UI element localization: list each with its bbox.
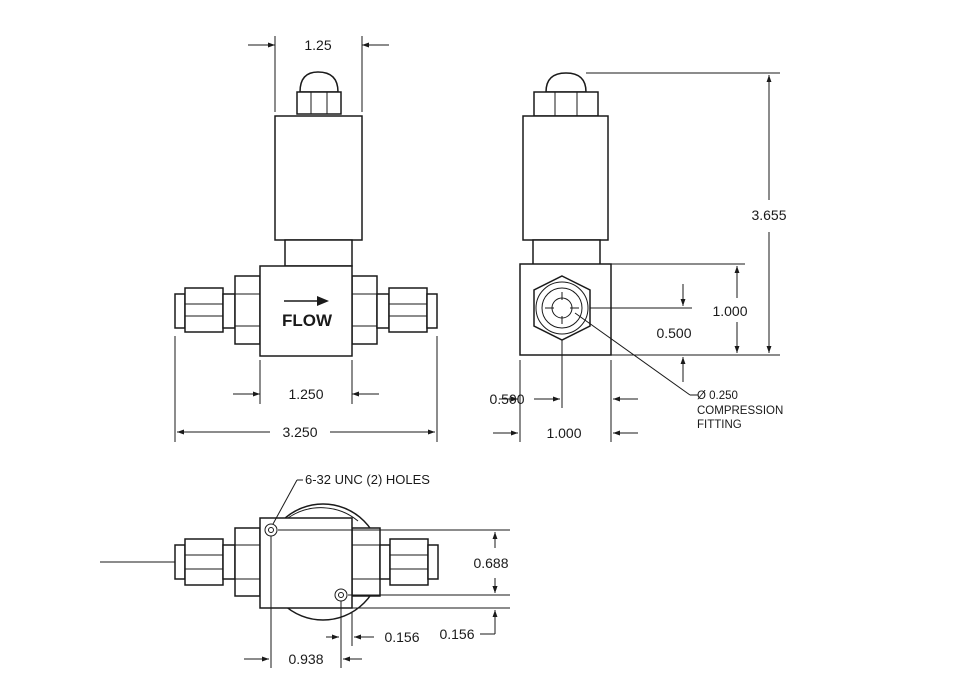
dim-overall-length: 3.250: [282, 424, 317, 440]
front-right-fitting-body: [376, 293, 390, 329]
fitting-name-label: COMPRESSION: [697, 405, 783, 417]
top-valve-body: [259, 517, 353, 609]
flow-label: FLOW: [282, 311, 333, 330]
front-right-fitting-hex: [351, 275, 378, 345]
dim-port-offset: 0.500: [489, 391, 524, 407]
top-view: 6-32 UNC (2) HOLES 0.688 0.156 0.156 0.9…: [100, 472, 510, 668]
dim-hole-offset-y: 0.156: [439, 626, 474, 642]
front-coil: [274, 115, 363, 241]
side-cap-nut: [533, 91, 599, 117]
side-cap-dome: [545, 72, 587, 93]
flow-arrow-icon: [317, 296, 329, 306]
dim-overall-height: 3.655: [751, 207, 786, 223]
front-cap-nut: [296, 91, 342, 115]
front-left-fitting-hex: [234, 275, 261, 345]
dim-body-height: 1.000: [712, 303, 747, 319]
front-left-fitting-tube: [174, 293, 186, 329]
front-cap-dome: [299, 71, 339, 93]
dim-hole-offset-x: 0.156: [384, 629, 419, 645]
dim-side-width: 1.000: [546, 425, 581, 441]
dim-hole-spacing-y: 0.688: [473, 555, 508, 571]
side-coil: [522, 115, 609, 241]
front-view: FLOW 1.25 1.250 3.250: [174, 36, 438, 442]
side-neck: [532, 239, 601, 267]
front-right-fitting-nut: [388, 287, 428, 333]
hole-note-label: 6-32 UNC (2) HOLES: [305, 472, 430, 487]
dim-body-width: 1.250: [288, 386, 323, 402]
dim-port-height: 0.500: [656, 325, 691, 341]
front-valve-body: [259, 265, 353, 357]
fitting-dia-label: Ø 0.250: [697, 390, 738, 402]
front-neck: [284, 239, 353, 267]
dim-coil-width: 1.25: [304, 37, 331, 53]
fitting-name-label-2: FITTING: [697, 419, 742, 431]
dim-hole-spacing-x: 0.938: [288, 651, 323, 667]
front-left-fitting-body: [222, 293, 236, 329]
side-view: Ø 0.250 COMPRESSION FITTING 3.655 1.000 …: [489, 72, 787, 442]
front-right-fitting-tube: [426, 293, 438, 329]
front-left-fitting-nut: [184, 287, 224, 333]
